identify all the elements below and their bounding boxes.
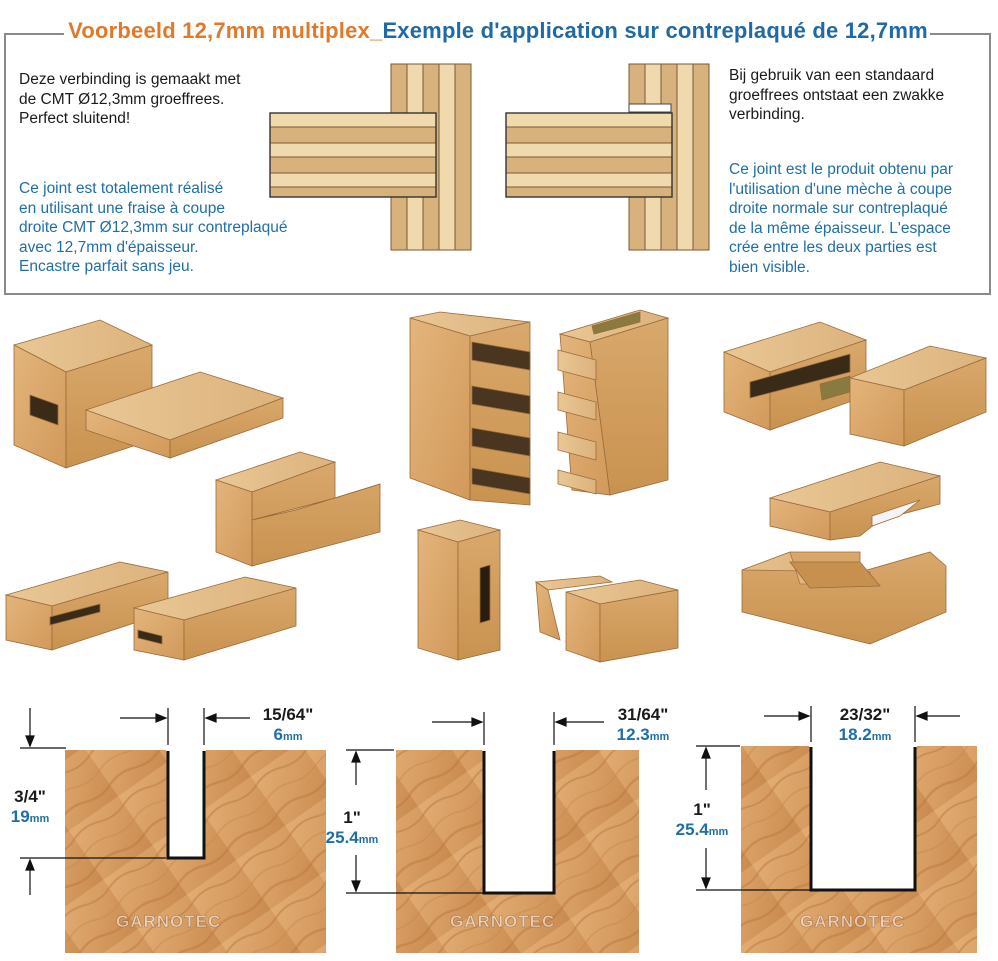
- plywood-joint-perfect: [269, 63, 472, 251]
- groove-3-depth-label: 1" 25.4mm: [675, 800, 729, 839]
- joint-housing: [722, 321, 988, 447]
- page-title: Voorbeeld 12,7mm multiplex_Exemple d'app…: [68, 18, 928, 44]
- groove-section-2: [396, 745, 639, 953]
- joint-mortise: [416, 519, 502, 661]
- joint-tenon: [534, 575, 679, 663]
- groove-3-width-label: 23/32" 18.2mm: [838, 705, 892, 744]
- joint-dado: [12, 319, 285, 469]
- right-text-dutch: Bij gebruik van een standaard groeffrees…: [729, 67, 945, 123]
- title-french: Exemple d'application sur contreplaqué d…: [382, 18, 928, 43]
- groove-2-depth-label: 1" 25.4mm: [325, 808, 379, 847]
- frame-line-right: [930, 33, 989, 35]
- plywood-joint-weak: [505, 63, 710, 251]
- left-text-french: Ce joint est totalement réalisé en utili…: [19, 180, 288, 275]
- dimension-lines: [20, 706, 960, 895]
- left-text-dutch: Deze verbinding is gemaakt met de CMT Ø1…: [19, 71, 241, 127]
- joint-finger: [409, 309, 670, 506]
- joint-half-lap: [741, 461, 947, 645]
- info-frame: [4, 33, 991, 295]
- groove-1-width-label: 15/64" 6mm: [262, 705, 314, 744]
- joint-tongue-groove: [4, 561, 297, 661]
- groove-1-depth-label: 3/4" 19mm: [10, 787, 50, 826]
- title-dutch: Voorbeeld 12,7mm multiplex_: [68, 18, 383, 43]
- watermark-3: GARNOTEC: [800, 912, 906, 932]
- watermark-1: GARNOTEC: [116, 912, 222, 932]
- watermark-2: GARNOTEC: [450, 912, 556, 932]
- groove-section-3: [741, 741, 977, 953]
- frame-line-left: [4, 33, 64, 35]
- right-text-french: Ce joint est le produit obtenu par l'uti…: [729, 161, 954, 276]
- groove-2-width-label: 31/64" 12.3mm: [616, 705, 670, 744]
- joint-rabbet: [214, 451, 381, 567]
- groove-section-1: [65, 745, 326, 953]
